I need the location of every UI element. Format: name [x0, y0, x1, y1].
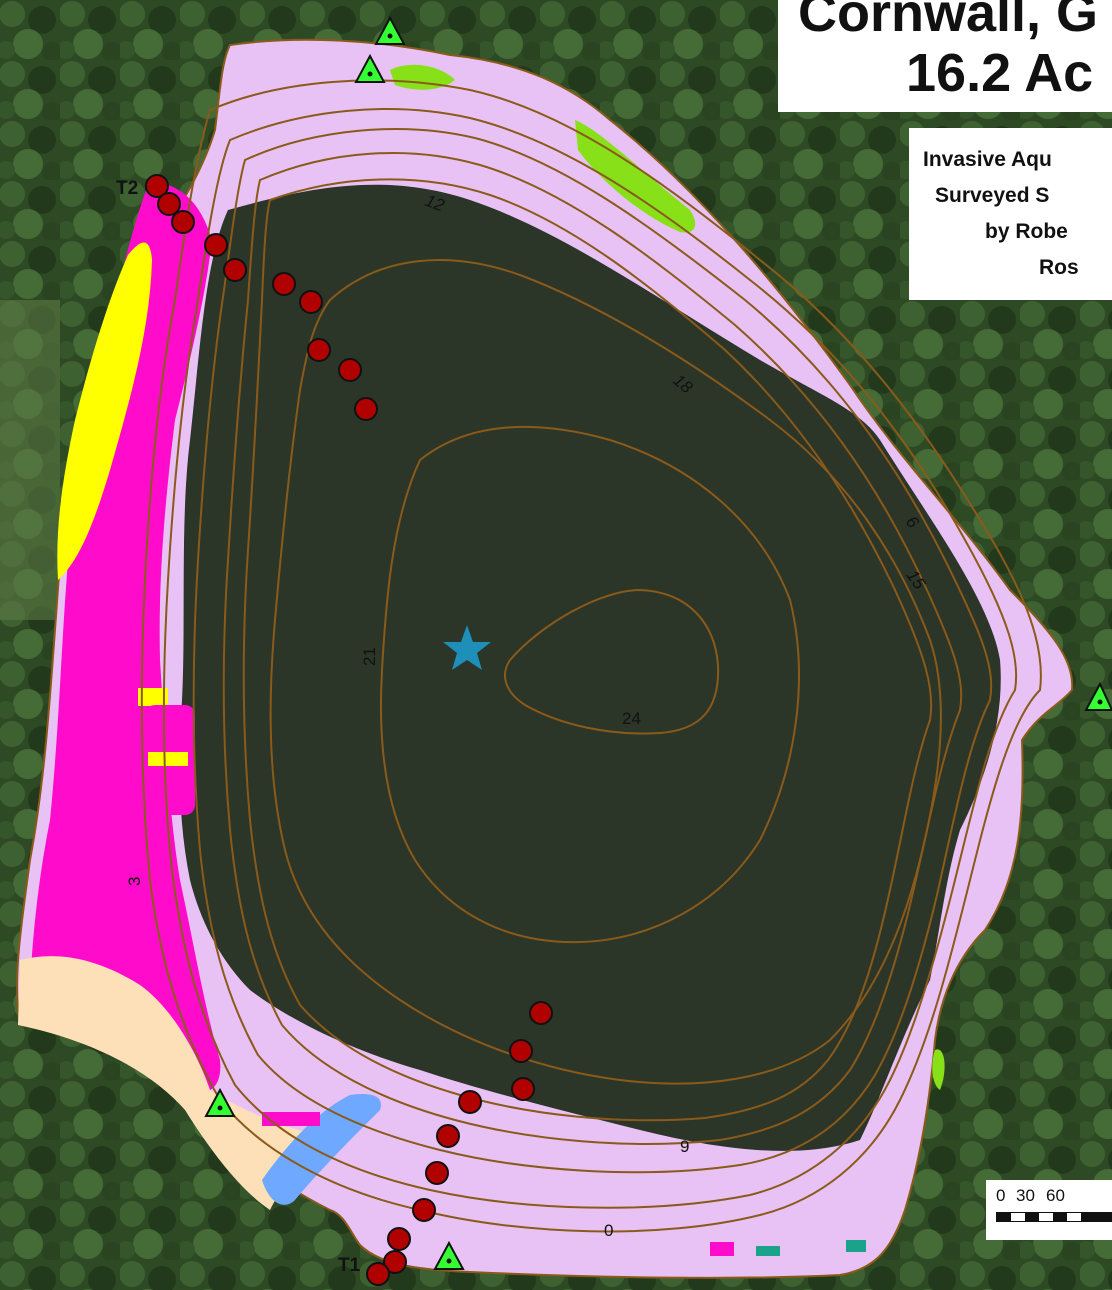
sample-point[interactable] [299, 290, 323, 314]
info-line-2: Surveyed S [935, 184, 1050, 207]
sample-point[interactable] [157, 192, 181, 216]
map-title-box: Cornwall, G 16.2 Ac [778, 0, 1112, 112]
scale-bar-graphic [996, 1212, 1112, 1222]
contour-3 [140, 79, 1042, 1233]
contour-label: 21 [360, 647, 379, 666]
contour-label: 24 [622, 709, 641, 728]
scale-tick: 0 [996, 1186, 1006, 1205]
transect-label-t1: T1 [338, 1255, 361, 1276]
sample-point[interactable] [387, 1227, 411, 1251]
triangle-marker-icon[interactable] [374, 15, 406, 45]
contour-15 [242, 178, 933, 1122]
lime-species-north [390, 64, 455, 90]
info-line-1: Invasive Aqu [923, 148, 1052, 171]
scale-tick: 30 [1016, 1186, 1035, 1205]
sample-point[interactable] [383, 1250, 407, 1274]
info-line-4: Ros [1039, 256, 1079, 279]
contour-label: 0 [604, 1221, 613, 1240]
contour-9 [192, 128, 993, 1174]
map-title-line-2: 16.2 Ac [906, 43, 1094, 103]
yellow-patch-mid-west [138, 688, 168, 706]
sample-point[interactable] [354, 397, 378, 421]
tan-species-southwest [18, 956, 320, 1210]
sample-point[interactable] [412, 1198, 436, 1222]
teal-patch-south-2 [846, 1240, 866, 1252]
magenta-patch-southeast [710, 1242, 734, 1256]
blue-species-south [262, 1093, 381, 1205]
sample-point[interactable] [425, 1161, 449, 1185]
sample-point[interactable] [272, 272, 296, 296]
triangle-marker-icon[interactable] [433, 1240, 465, 1270]
scale-bar: 0 30 60 [986, 1180, 1112, 1240]
info-line-3: by Robe [985, 220, 1068, 243]
deepest-point-star-icon [443, 625, 491, 670]
contour-18 [269, 259, 942, 1085]
sample-point[interactable] [436, 1124, 460, 1148]
left-clearing [0, 300, 60, 620]
triangle-marker-icon[interactable] [354, 53, 386, 83]
sample-point[interactable] [223, 258, 247, 282]
sample-point[interactable] [511, 1077, 535, 1101]
sample-point[interactable] [509, 1039, 533, 1063]
triangle-marker-icon[interactable] [204, 1087, 236, 1117]
survey-markers [204, 15, 1112, 1270]
sample-point[interactable] [338, 358, 362, 382]
sample-point[interactable] [171, 210, 195, 234]
contour-6 [162, 108, 1018, 1209]
sample-point[interactable] [145, 174, 169, 198]
invasive-zone-west [30, 180, 221, 1092]
sample-point[interactable] [307, 338, 331, 362]
contour-24 [504, 588, 720, 735]
contour-21 [380, 425, 800, 944]
sample-point[interactable] [366, 1262, 390, 1286]
transect-label-t2: T2 [116, 178, 138, 199]
contour-label: 9 [680, 1137, 689, 1156]
yellow-species-west [57, 242, 152, 580]
sample-point[interactable] [458, 1090, 482, 1114]
sample-point[interactable] [204, 233, 228, 257]
map-title-line-1: Cornwall, G [798, 0, 1099, 43]
contour-label: 3 [125, 877, 144, 886]
magenta-patch-south [262, 1112, 320, 1126]
transect-points [145, 174, 553, 1286]
yellow-patch-mid-west-2 [148, 752, 188, 766]
depth-contours [140, 79, 1042, 1233]
sample-point[interactable] [529, 1001, 553, 1025]
scale-tick: 60 [1046, 1186, 1065, 1205]
teal-patch-south [756, 1246, 780, 1256]
lime-species-east [932, 1049, 945, 1090]
triangle-marker-icon[interactable] [1084, 681, 1112, 711]
survey-info-box: Invasive Aqu Surveyed S by Robe Ros [909, 128, 1112, 300]
contour-12 [222, 152, 963, 1145]
